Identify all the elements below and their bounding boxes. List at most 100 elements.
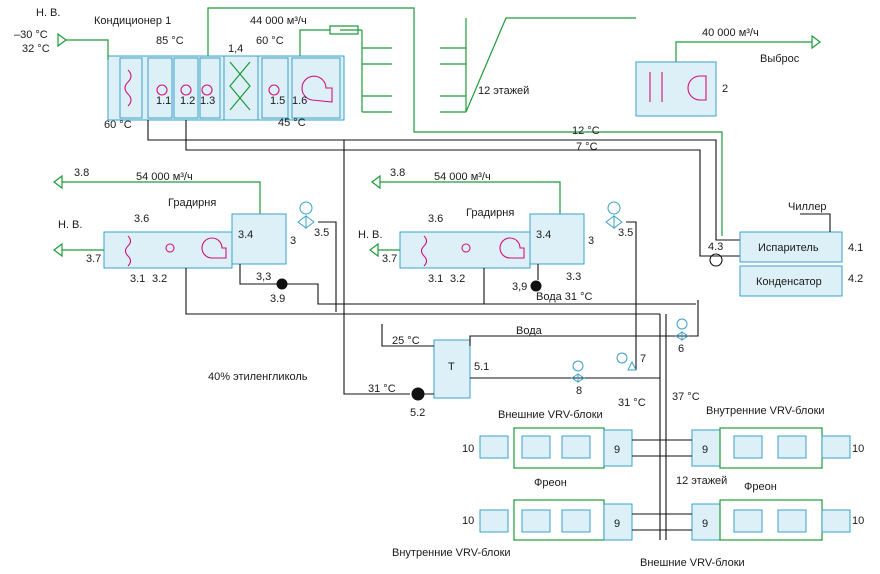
heating-coil-icon — [156, 84, 168, 96]
valve-actuator-icon — [572, 360, 584, 372]
label: 4.2 — [848, 273, 863, 285]
valve-7 — [627, 360, 637, 371]
silencer — [329, 25, 362, 35]
filter-icon — [124, 235, 132, 267]
cooling-tower-a: 3.8 54 000 м³/ч 3.6 Градирня Н. В. 3.4 3… — [53, 167, 696, 315]
heat-recovery-1-4 — [223, 55, 259, 121]
recovery-coil-icon — [229, 61, 241, 111]
tower-fill-3-4 — [231, 213, 287, 265]
label: 9 — [702, 444, 708, 456]
label: 3.7 — [382, 253, 397, 265]
outdoor-unit-9 — [603, 503, 633, 541]
label: 3.3 — [566, 271, 581, 283]
label: 3.7 — [86, 253, 101, 265]
tower-water-pipes — [185, 221, 696, 315]
supply-air-duct — [207, 7, 723, 236]
label: 40% этиленгликоль — [208, 371, 308, 383]
label: 3.2 — [450, 273, 465, 285]
tower-exhaust-duct — [62, 181, 261, 214]
label: 54 000 м³/ч — [136, 171, 193, 183]
heating-coil-icon — [180, 84, 192, 96]
cooler-1-3 — [199, 57, 221, 119]
exhaust-duct — [675, 41, 812, 62]
conditioner-casing — [107, 55, 345, 121]
label: 85 °C — [156, 35, 184, 47]
vrf-top-left: Внешние VRV-блоки 10 9 Фреон — [462, 409, 633, 489]
label: 1.5 — [270, 95, 285, 107]
label: 12 этажей — [676, 475, 727, 487]
vrf-bottom-left: 10 9 Внутренние VRV-блоки — [392, 499, 633, 559]
label: 3,3 — [256, 271, 271, 283]
tower-intake-casing — [103, 231, 233, 269]
fan-icon — [301, 75, 333, 103]
fan-icon — [201, 237, 227, 259]
valve-3-5 — [297, 215, 315, 229]
exhaust-casing — [635, 61, 717, 117]
label: 12 °C — [572, 125, 600, 137]
label: 3,9 — [512, 281, 527, 293]
chiller: Чиллер Испаритель Конденсатор 4.1 4.2 4.… — [708, 201, 863, 297]
damper-icon — [649, 72, 663, 102]
indoor-unit — [821, 509, 851, 533]
label: 3.5 — [314, 227, 329, 239]
label: 10 — [462, 515, 474, 527]
label: 32 °C — [22, 43, 50, 55]
fan-section-1-6 — [291, 57, 341, 119]
label: 3.2 — [152, 273, 167, 285]
reheat-coil-icon — [268, 84, 280, 96]
indoor-unit — [479, 435, 509, 459]
label: 3.8 — [74, 167, 89, 179]
label: 10 — [462, 443, 474, 455]
filter-icon — [420, 235, 428, 267]
outdoor-unit-9 — [603, 429, 633, 467]
label: Вода 31 °C — [536, 291, 592, 303]
label: Вода — [516, 325, 543, 337]
heater-1-2 — [173, 57, 199, 119]
vrf-bottom-right: Фреон 9 10 Внешние VRV-блоки — [640, 481, 864, 569]
label: 3.4 — [238, 229, 253, 241]
label: Градирня — [466, 207, 514, 219]
return-branches — [440, 17, 636, 113]
air-arrow-icon — [811, 34, 821, 50]
label: Н. В. — [36, 7, 60, 19]
valve-actuator-icon — [299, 201, 313, 215]
air-conditioner-1: Н. В. –30 °C 32 °C Кондиционер 1 85 °C 1… — [14, 7, 345, 131]
air-arrow-icon — [53, 174, 63, 190]
indoor-unit — [777, 435, 807, 459]
recovery-coil-icon — [239, 61, 251, 111]
label: 1.3 — [200, 95, 215, 107]
heater-1-1 — [147, 57, 173, 119]
condenser-4-2 — [739, 265, 843, 297]
fan-icon — [499, 237, 525, 259]
label: 6 — [678, 343, 684, 355]
coil-icon — [461, 243, 471, 253]
label: 4.1 — [848, 242, 863, 254]
label: 3.5 — [618, 227, 633, 239]
coil-icon — [165, 243, 175, 253]
label: 3.6 — [428, 213, 443, 225]
label: Внутренние VRV-блоки — [392, 547, 511, 559]
evaporator-4-1 — [739, 231, 843, 263]
label: 7 — [640, 353, 646, 365]
tower-intake-casing — [399, 231, 531, 269]
tower-fill-3-4 — [529, 213, 585, 265]
pump-icon — [530, 280, 542, 292]
indoor-unit — [479, 509, 509, 533]
damper-section — [119, 57, 143, 119]
label: 44 000 м³/ч — [250, 15, 307, 27]
cooling-coil-icon — [201, 84, 213, 96]
label: Н. В. — [58, 219, 82, 231]
valve-actuator-icon — [607, 201, 621, 215]
label: 1.2 — [180, 95, 195, 107]
tower-exhaust-duct — [380, 181, 561, 214]
indoor-unit — [733, 435, 763, 459]
air-arrow-icon — [371, 174, 381, 190]
valve-actuator-icon — [676, 318, 688, 330]
vrf-water-connections — [632, 439, 692, 531]
label: 40 000 м³/ч — [702, 27, 759, 39]
label: Выброс — [760, 53, 800, 65]
chiller-bracket — [800, 213, 831, 232]
label: 1.6 — [292, 95, 307, 107]
label: 7 °C — [576, 141, 598, 153]
label: Кондиционер 1 — [94, 15, 171, 27]
